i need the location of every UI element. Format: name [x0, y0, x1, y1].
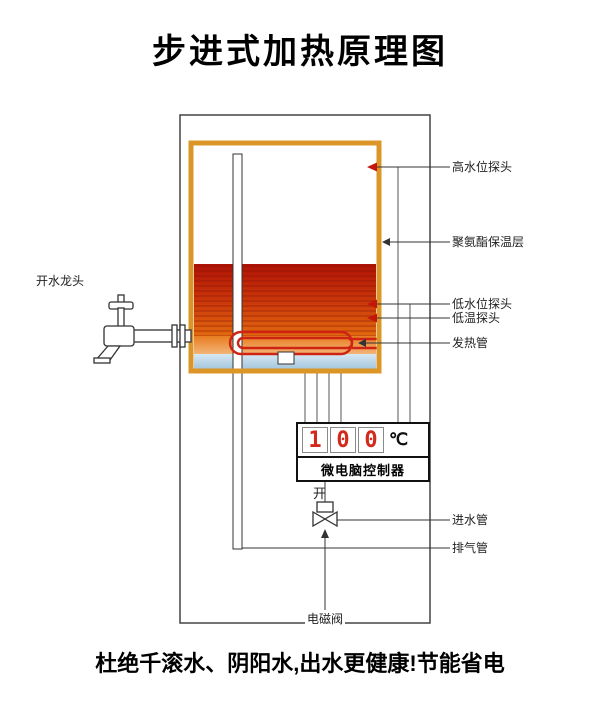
- insulation-label: 聚氨酯保温层: [452, 235, 525, 249]
- low-temp-probe-label: 低温探头: [452, 311, 501, 325]
- low-water-probe-icon: [367, 299, 377, 309]
- controller-label: 微电脑控制器: [296, 456, 430, 482]
- leader-lines: [242, 166, 450, 549]
- exhaust-pipe-label: 排气管: [452, 541, 489, 555]
- valve-open-label: 开: [313, 486, 327, 501]
- display-unit: ℃: [389, 430, 409, 449]
- valve-coil: [316, 501, 334, 513]
- faucet-flange: [171, 324, 178, 348]
- leader-arrowheads: [358, 238, 390, 347]
- display-digit: 0: [330, 427, 356, 453]
- display-digit: 1: [302, 427, 328, 453]
- tank-insulation-border: [188, 140, 382, 374]
- low-temp-probe-icon: [367, 313, 377, 323]
- temperature-display: 1 0 0 ℃: [296, 422, 430, 458]
- probe-wires: [397, 167, 411, 423]
- low-water-probe-label: 低水位探头: [452, 297, 513, 311]
- faucet-body: [103, 325, 135, 347]
- faucet-stem: [117, 307, 125, 329]
- solenoid-valve-label: 电磁阀: [305, 612, 346, 627]
- faucet-flange: [179, 324, 186, 348]
- sensor-wires: [304, 373, 342, 423]
- valve-body-right: [323, 510, 338, 528]
- heating-tube-label: 发热管: [452, 336, 489, 350]
- page-title: 步进式加热原理图: [152, 33, 448, 71]
- faucet-nozzle: [93, 357, 111, 364]
- hot-water-stripes: [194, 264, 376, 336]
- bottom-caption: 杜绝千滚水、阴阳水,出水更健康!节能省电: [95, 651, 505, 676]
- solenoid-valve: [312, 501, 338, 528]
- high-water-probe-label: 高水位探头: [452, 160, 513, 174]
- inlet-pipe-label: 进水管: [452, 513, 489, 527]
- solenoid-pointer-arrow-icon: [321, 529, 329, 538]
- faucet: [93, 294, 192, 364]
- tank-fitting: [277, 351, 295, 365]
- high-water-probe-icon: [367, 162, 377, 172]
- faucet-label: 开水龙头: [36, 274, 85, 288]
- display-digit: 0: [358, 427, 384, 453]
- valve-body-left: [312, 510, 327, 528]
- probe-markers: [367, 162, 377, 323]
